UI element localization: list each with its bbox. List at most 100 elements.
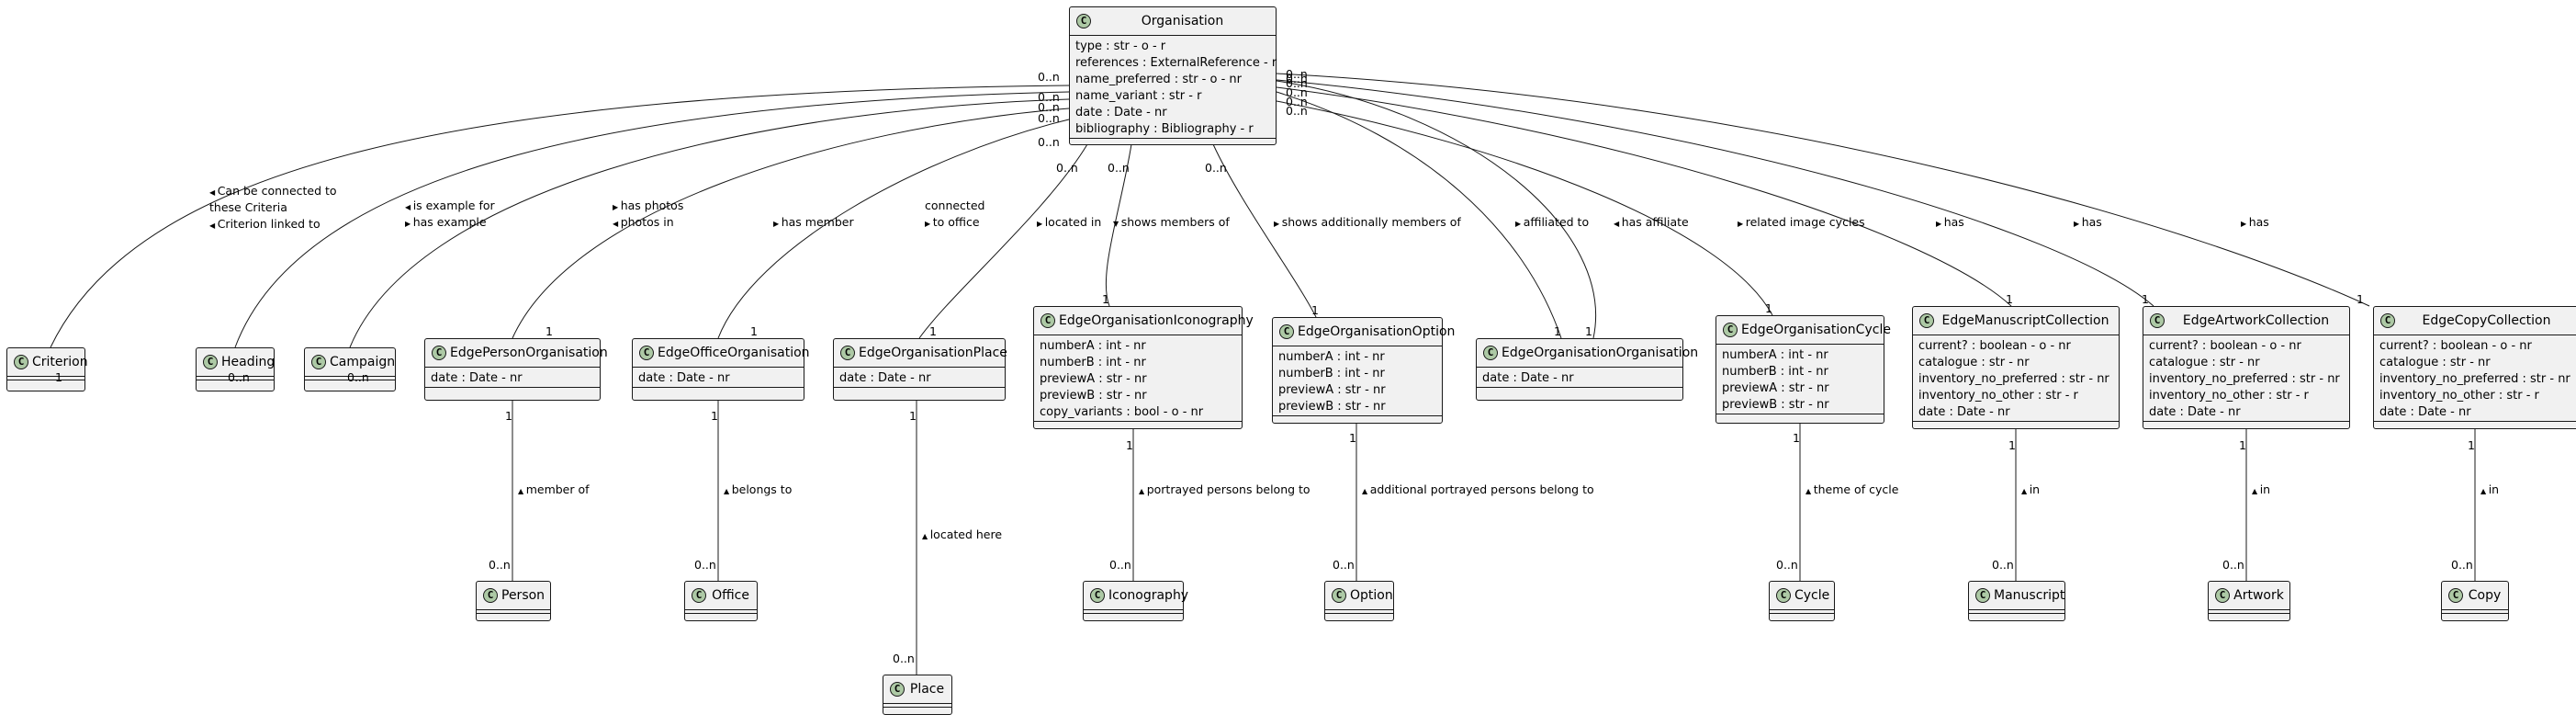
multiplicity-source: 1 [1793,431,1800,445]
class-name: EdgeOrganisationIconography [1059,313,1254,328]
relation-label-text: has photos [620,199,684,212]
relation-direction-icon: ◀ [405,203,413,211]
relation-direction-icon: ▲ [1139,487,1147,495]
relation-direction-icon: ▶ [1515,220,1524,228]
class-attributes: date : Date - nr [834,368,1005,387]
relation-label: ▶ related image cycles [1738,215,1865,232]
relation-direction-icon: ▲ [2252,487,2260,495]
class-name: EdgePersonOrganisation [450,346,608,360]
relation-direction-icon: ▼ [1113,220,1121,228]
multiplicity-source: 0..n [1056,161,1078,175]
multiplicity-source: 1 [1349,431,1356,445]
class-attribute: numberA : int - nr [1722,348,1828,362]
relation-line-org-criterion [50,85,1070,348]
multiplicity-target: 0..n [893,652,915,665]
multiplicity-source: 0..n [1286,95,1308,108]
class-attribute: catalogue : str - nr [2379,356,2491,369]
multiplicity-target: 0..n [1333,558,1355,572]
relation-label-text: in [2488,482,2500,496]
relation-label: ◀ is example for▶ has example [405,199,495,232]
class-stereotype-icon: C [2448,588,2463,603]
relation-direction-icon: ▲ [1362,487,1370,495]
class-attribute: numberA : int - nr [1278,350,1385,364]
class-attribute: inventory_no_preferred : str - nr [2149,372,2340,386]
class-stereotype-icon: C [2150,313,2165,328]
multiplicity-source: 0..n [1038,90,1060,104]
class-attribute: current? : boolean - o - nr [2149,339,2301,353]
class-stereotype-icon: C [1919,313,1934,328]
multiplicity-target: 0..n [1776,558,1798,572]
relation-direction-icon: ▲ [922,532,930,540]
relation-direction-icon: ▲ [724,487,732,495]
relation-label-text: has [1943,215,1964,229]
class-attribute: inventory_no_preferred : str - nr [2379,372,2570,386]
class-attribute: date : Date - nr [1482,371,1574,385]
class-attributes: date : Date - nr [1477,368,1682,387]
relation-label-text: these Criteria [209,200,287,214]
relation-line-org-cycle-edge [1276,100,1773,316]
class-attribute: copy_variants : bool - o - nr [1040,405,1204,419]
class-name: EdgeOrganisationPlace [859,346,1007,360]
relation-label: ▶ shows additionally members of [1274,215,1461,232]
multiplicity-target: 0..n [2451,558,2473,572]
relation-line-org-artwork-edge [1276,79,2154,307]
multiplicity-target: 0..n [2222,558,2244,572]
class-stereotype-icon: C [1076,14,1091,28]
class-attribute: inventory_no_other : str - r [2379,389,2539,403]
relation-label-text: located in [1044,215,1102,229]
multiplicity-target: 1 [1765,301,1772,315]
relation-label-text: has example [412,215,487,229]
multiplicity-source: 0..n [1286,76,1308,90]
class-attribute: previewA : str - nr [1278,383,1386,397]
relation-direction-icon: ▲ [518,487,526,495]
class-attribute: bibliography : Bibliography - r [1075,122,1254,136]
relation-label-text: belongs to [731,482,793,496]
relation-line-org-orgorg-b [1276,80,1596,339]
relation-label: ◀ has affiliate [1614,215,1689,232]
relation-label: ▶ has [1936,215,1964,232]
class-name: EdgeOfficeOrganisation [658,346,810,360]
class-name: EdgeManuscriptCollection [1941,313,2109,328]
class-name: Artwork [2233,588,2284,603]
relation-label-text: affiliated to [1523,215,1590,229]
class-stereotype-icon: C [1279,324,1294,339]
multiplicity-source: 0..n [1038,70,1060,84]
class-attribute: numberB : int - nr [1040,356,1146,369]
class-attribute: name_variant : str - r [1075,89,1202,103]
relation-label: ▲ portrayed persons belong to [1139,482,1310,499]
multiplicity-source: 1 [2239,438,2246,452]
relation-direction-icon: ▶ [1738,220,1746,228]
multiplicity-target: 1 [2142,292,2149,306]
multiplicity-target: 0..n [347,370,369,384]
class-attributes: date : Date - nr [425,368,600,387]
relation-label-text: is example for [412,199,495,212]
class-name: Person [501,588,546,603]
relation-label: ▲ theme of cycle [1805,482,1898,499]
relation-line-org-person-edge [512,108,1070,339]
class-name: Heading [221,355,276,369]
